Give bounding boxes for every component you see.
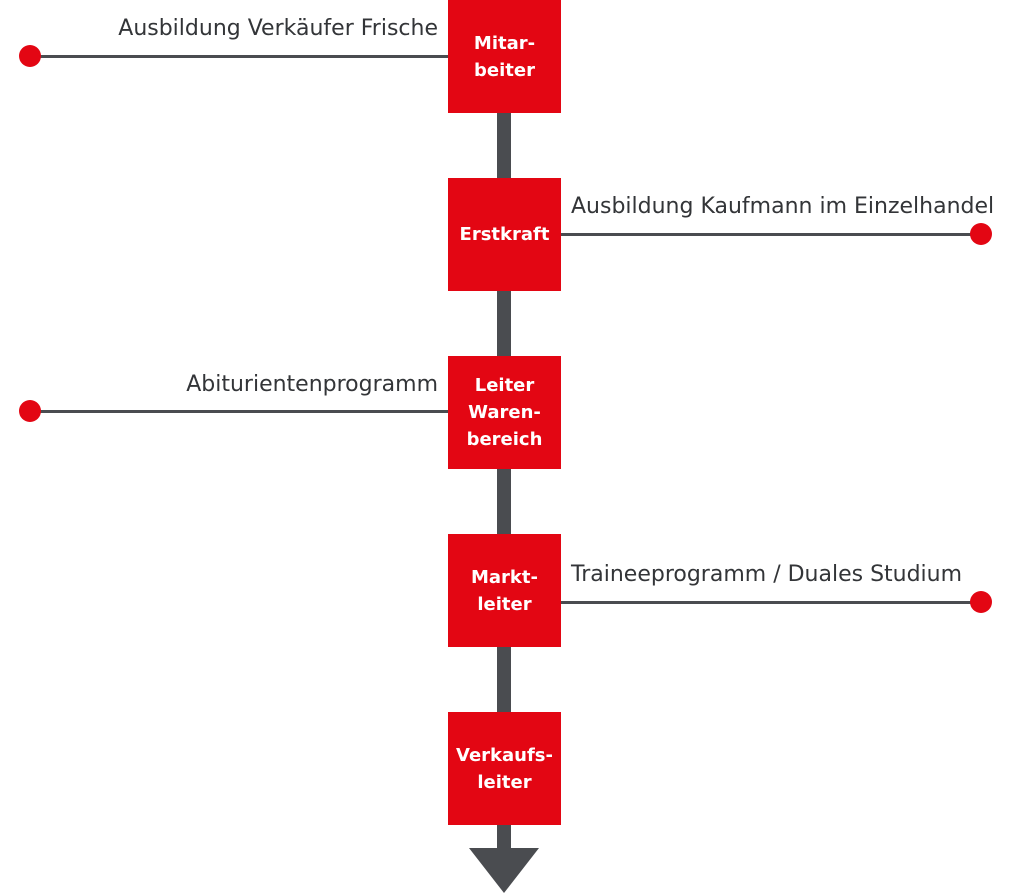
position-box-leiter-warenbereich: Leiter Waren- bereich — [448, 356, 561, 469]
entry-dot — [970, 591, 992, 613]
position-label-line: Waren- — [468, 402, 541, 423]
entry-connector-line — [561, 601, 981, 604]
entry-dot — [970, 223, 992, 245]
entry-label-ausbildung-kaufmann: Ausbildung Kaufmann im Einzelhandel — [571, 194, 995, 219]
arrow-down-icon — [469, 848, 539, 893]
entry-label-ausbildung-verkaeufer-frische: Ausbildung Verkäufer Frische — [118, 16, 438, 41]
position-box-mitarbeiter: Mitar- beiter — [448, 0, 561, 113]
position-label-line: leiter — [477, 593, 532, 615]
position-box-verkaufsleiter: Verkaufs- leiter — [448, 712, 561, 825]
entry-dot — [19, 45, 41, 67]
position-label-line: beiter — [474, 59, 535, 81]
entry-dot — [19, 400, 41, 422]
position-box-erstkraft: Erstkraft — [448, 178, 561, 291]
entry-connector-line — [30, 410, 448, 413]
position-label-line: Leiter — [474, 375, 535, 396]
position-label-line: Mitar- — [473, 32, 536, 54]
position-label-line: bereich — [466, 429, 543, 450]
entry-label-traineeprogramm: Traineeprogramm / Duales Studium — [571, 562, 963, 587]
entry-label-abiturientenprogramm: Abiturientenprogramm — [186, 372, 438, 397]
entry-connector-line — [561, 233, 981, 236]
entry-connector-line — [30, 55, 448, 58]
position-box-marktleiter: Markt- leiter — [448, 534, 561, 647]
position-label-line: Verkaufs- — [456, 744, 553, 766]
position-label-line: Erstkraft — [459, 224, 550, 245]
position-label-line: leiter — [477, 771, 532, 793]
position-label-line: Markt- — [471, 566, 538, 588]
